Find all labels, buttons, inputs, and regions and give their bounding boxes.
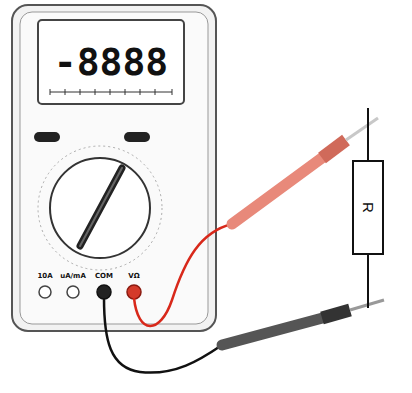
rotary-dial	[50, 158, 150, 258]
dial-pointer	[80, 168, 122, 246]
jack-label: COM	[95, 273, 113, 280]
jack-label: uA/mA	[60, 273, 86, 280]
component-label: R	[360, 202, 377, 213]
black-probe	[222, 316, 330, 345]
jack-label: VΩ	[128, 273, 139, 280]
probe-tip	[346, 118, 378, 140]
jack-label: 10A	[37, 273, 52, 280]
com-jack-plug	[97, 285, 111, 299]
red-probe-guard	[322, 140, 346, 158]
bar-graph	[50, 89, 172, 95]
meter-housing	[12, 5, 216, 331]
button	[34, 132, 60, 142]
dial-pointer	[80, 168, 122, 246]
red-test-lead-wire	[134, 224, 232, 326]
lcd-display	[38, 20, 184, 104]
v-jack-plug	[127, 285, 141, 299]
button	[124, 132, 150, 142]
black-test-lead-wire	[104, 298, 222, 373]
input-jack	[39, 286, 51, 298]
resistor-symbol: R	[352, 160, 384, 255]
red-probe	[232, 152, 330, 224]
lcd-reading: -8888	[54, 43, 168, 81]
black-probe-guard	[322, 310, 350, 318]
dial-scale	[38, 146, 162, 270]
resistor-lead	[367, 255, 369, 308]
resistor-lead	[367, 108, 369, 160]
input-jack	[67, 286, 79, 298]
